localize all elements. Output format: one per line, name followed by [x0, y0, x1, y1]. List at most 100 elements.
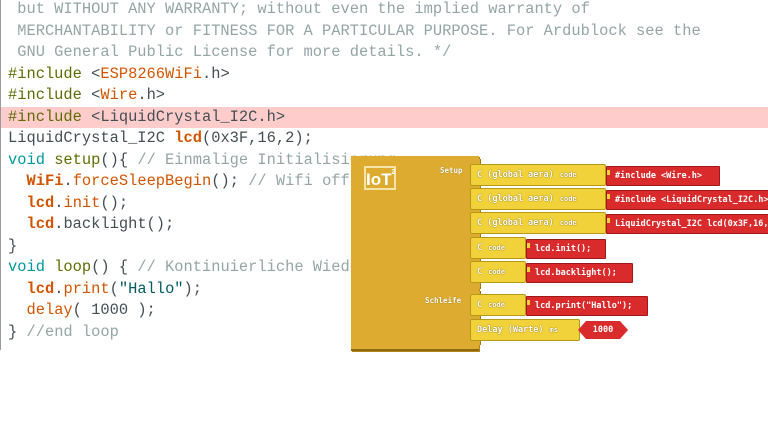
code-line-highlighted[interactable]: #include <LiquidCrystal_I2C.h>: [1, 106, 768, 128]
code-label: code: [488, 244, 505, 252]
code-value-block[interactable]: lcd.init();: [526, 239, 606, 259]
code-label: code: [488, 301, 505, 309]
code-token: void: [8, 150, 55, 169]
code-token: delay: [26, 301, 73, 319]
code-token: ESP8266WiFi: [100, 64, 202, 83]
code-token: WiFi: [26, 172, 64, 190]
code-line[interactable]: lcd.print("Hallo");: [1, 279, 768, 301]
code-token: ( 1000 );: [72, 301, 156, 319]
code-value-block[interactable]: #include <LiquidCrystal_I2C.h>: [606, 190, 768, 210]
iot-logo-text: IoT: [366, 170, 392, 189]
ardublock-canvas[interactable]: IoT2 Setup Schleife C (global aera)code …: [351, 153, 768, 353]
global-code-block[interactable]: C (global aera) code: [470, 188, 606, 210]
code-token: ();: [211, 172, 249, 190]
code-token: ();: [100, 193, 129, 212]
code-token: void: [8, 258, 55, 276]
code-token: (0x3F,16,2);: [201, 129, 313, 147]
code-label: code: [559, 219, 577, 227]
code-token: .h>: [137, 86, 166, 104]
code-label: code: [488, 268, 505, 276]
code-line[interactable]: but WITHOUT ANY WARRANTY; without even t…: [1, 0, 768, 21]
code-token: init: [63, 193, 101, 212]
code-token: }: [8, 322, 27, 341]
c-label: C: [477, 300, 483, 310]
code-token: but WITHOUT ANY WARRANTY; without even t…: [8, 0, 590, 18]
code-label: code: [559, 195, 577, 203]
code-token: "Hallo": [118, 279, 184, 298]
delay-block[interactable]: Delay (Warte) ms: [470, 319, 580, 341]
code-token: lcd: [174, 129, 202, 147]
code-token: <: [91, 64, 101, 83]
code-line[interactable]: MERCHANTABILITY or FITNESS FOR A PARTICU…: [1, 21, 768, 43]
code-token: [8, 194, 26, 212]
iot-logo-sup: 2: [391, 169, 396, 176]
code-token: <: [91, 86, 101, 104]
code-editor[interactable]: but WITHOUT ANY WARRANTY; without even t…: [0, 0, 768, 350]
code-line[interactable]: }: [1, 236, 768, 258]
global-code-block[interactable]: C (global aera) code: [470, 164, 606, 186]
code-token: .backlight();: [54, 215, 175, 233]
setup-label: Setup: [440, 166, 463, 175]
code-token: lcd: [26, 193, 55, 212]
code-token: MERCHANTABILITY or FITNESS FOR A PARTICU…: [8, 21, 701, 40]
code-token: () {: [91, 258, 138, 276]
code-token: (){: [100, 150, 138, 169]
code-line[interactable]: #include <ESP8266WiFi.h>: [1, 64, 768, 86]
code-line[interactable]: lcd.backlight();: [1, 214, 768, 236]
code-token: .: [63, 172, 73, 190]
code-token: #include: [8, 64, 92, 83]
code-token: print: [63, 279, 110, 298]
code-token: lcd: [26, 279, 55, 298]
code-token: Wire: [100, 86, 138, 104]
delay-value-block[interactable]: 1000: [578, 321, 628, 339]
code-token: [8, 172, 26, 190]
code-line[interactable]: LiquidCrystal_I2C lcd(0x3F,16,2);: [1, 128, 768, 150]
c-label: C: [477, 243, 483, 253]
code-token: <LiquidCrystal_I2C.h>: [91, 107, 286, 126]
code-value-block[interactable]: LiquidCrystal_I2C lcd(0x3F,16,2);: [606, 214, 768, 234]
code-line[interactable]: GNU General Public License for more deta…: [1, 42, 768, 64]
code-token: [8, 301, 26, 319]
code-token: #include: [8, 107, 92, 126]
code-token: [8, 215, 26, 233]
code-line[interactable]: lcd.init();: [1, 193, 768, 215]
code-label: code: [559, 171, 577, 179]
code-line[interactable]: WiFi.forceSleepBegin(); // Wifi off: [1, 171, 768, 193]
global-block-label: C (global aera): [477, 218, 554, 228]
code-token: [8, 280, 26, 298]
code-token: LiquidCrystal_I2C: [8, 129, 175, 147]
code-value-block[interactable]: lcd.print("Hallo");: [526, 296, 648, 316]
code-value-block[interactable]: #include <Wire.h>: [606, 166, 720, 186]
global-block-label: C (global aera): [477, 194, 554, 204]
global-code-block[interactable]: C (global aera) code: [470, 212, 606, 234]
iot-main-block[interactable]: IoT2 Setup Schleife: [351, 156, 479, 351]
code-line[interactable]: delay( 1000 );: [1, 300, 768, 322]
code-token: .h>: [201, 64, 230, 83]
loop-label: Schleife: [425, 296, 462, 305]
code-token: forceSleepBegin: [72, 172, 212, 190]
delay-unit-label: ms: [549, 326, 558, 334]
code-line[interactable]: #include <Wire.h>: [1, 85, 768, 107]
code-token: (: [109, 279, 119, 298]
c-label: C: [477, 267, 483, 277]
code-value-block[interactable]: lcd.backlight();: [526, 263, 633, 283]
code-token: //end loop: [26, 322, 119, 341]
iot-logo-icon: IoT2: [364, 166, 396, 190]
code-token: #include: [8, 86, 92, 104]
delay-label: Delay (Warte): [477, 325, 544, 335]
code-token: lcd: [26, 215, 55, 233]
global-block-label: C (global aera): [477, 170, 554, 180]
code-token: setup: [54, 150, 101, 169]
code-token: loop: [54, 258, 92, 276]
code-token: }: [8, 236, 18, 255]
code-token: .: [54, 193, 64, 212]
code-token: );: [183, 279, 203, 298]
code-line[interactable]: } //end loop: [1, 322, 768, 344]
code-token: GNU General Public License for more deta…: [8, 43, 452, 61]
loop-spine: [470, 291, 481, 345]
code-token: .: [54, 279, 64, 298]
code-token: // Wifi off: [248, 172, 350, 190]
